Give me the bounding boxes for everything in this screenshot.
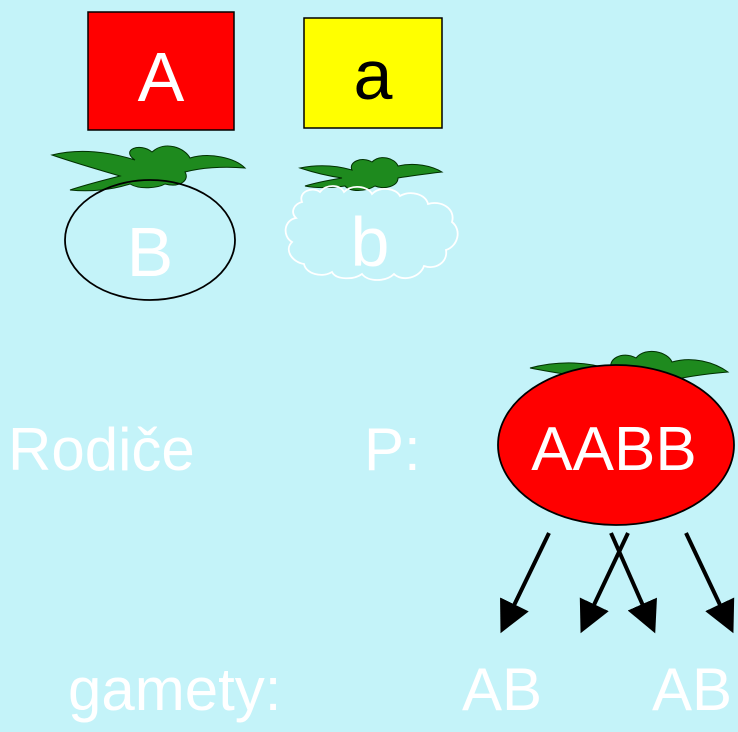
gametes-label: gamety: [68,656,281,723]
generation-label: P: [364,416,421,483]
gamete-item-1: AB [462,656,542,723]
arrow-1 [500,532,551,634]
recessive-gene-b-label: b [351,203,390,281]
dominant-gene-box [87,11,235,131]
round-fruit-outline [64,179,236,301]
parents-label: Rodiče [8,416,195,483]
gamete-arrows [500,532,735,634]
arrow-3 [579,532,630,634]
parent-tomato [497,364,735,526]
wrinkled-fruit-outline [284,185,459,281]
gamete-item-2: AB [652,656,732,723]
dominant-gene-b-label: B [127,213,174,291]
dominant-gene-a-label: A [138,38,185,116]
parent-genotype-label: AABB [531,415,696,484]
round-fruit-leaf-icon [50,145,247,192]
arrow-4 [684,532,735,634]
recessive-gene-box [303,17,443,129]
wrinkled-fruit-leaf-icon [298,157,444,191]
recessive-gene-a-label: a [354,36,393,114]
arrow-2 [609,532,657,634]
